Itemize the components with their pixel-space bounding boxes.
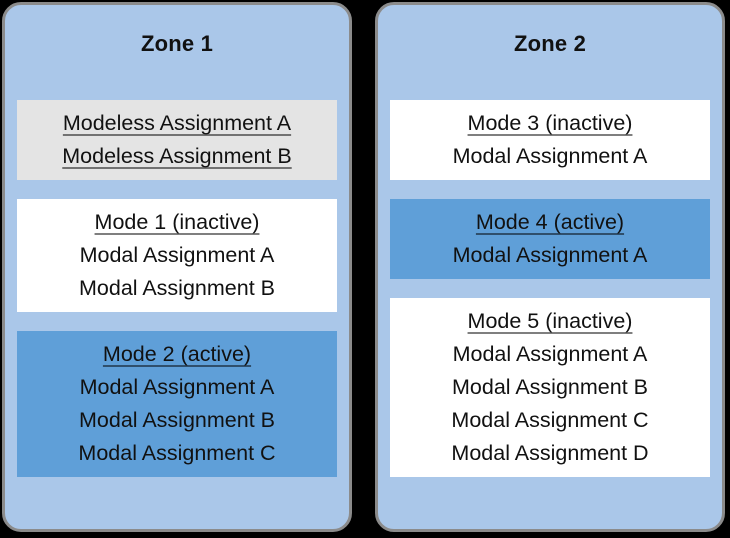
modal-assignment-label: Modal Assignment A <box>452 243 648 267</box>
modal-assignment-label: Modal Assignment A <box>452 144 648 168</box>
modal-assignment-label: Modal Assignment B <box>79 276 275 300</box>
modal-assignment-label: Modal Assignment A <box>79 375 275 399</box>
mode-title: Mode 4 (active) <box>475 210 625 234</box>
modal-assignment-label: Modal Assignment D <box>451 441 649 465</box>
modal-assignment-label: Modal Assignment B <box>452 375 648 399</box>
modeless-assignment-label: Modeless Assignment A <box>62 111 292 135</box>
mode-title: Mode 1 (inactive) <box>94 210 260 234</box>
zone-1-title: Zone 1 <box>140 31 214 56</box>
mode-2-box: Mode 2 (active) Modal Assignment A Modal… <box>17 331 337 477</box>
zone-1-panel: Zone 1 Modeless Assignment A Modeless As… <box>2 2 352 532</box>
modal-assignment-label: Modal Assignment C <box>451 408 649 432</box>
modal-assignment-label: Modal Assignment A <box>79 243 275 267</box>
modeless-assignments-box: Modeless Assignment A Modeless Assignmen… <box>17 100 337 180</box>
modal-assignment-label: Modal Assignment A <box>452 342 648 366</box>
modal-assignment-label: Modal Assignment C <box>78 441 276 465</box>
zone-2-panel: Zone 2 Mode 3 (inactive) Modal Assignmen… <box>375 2 725 532</box>
mode-3-box: Mode 3 (inactive) Modal Assignment A <box>390 100 710 180</box>
mode-4-box: Mode 4 (active) Modal Assignment A <box>390 199 710 279</box>
mode-5-box: Mode 5 (inactive) Modal Assignment A Mod… <box>390 298 710 477</box>
mode-title: Mode 5 (inactive) <box>467 309 633 333</box>
mode-title: Mode 3 (inactive) <box>467 111 633 135</box>
modal-assignment-label: Modal Assignment B <box>79 408 275 432</box>
mode-title: Mode 2 (active) <box>102 342 252 366</box>
modeless-assignment-label: Modeless Assignment B <box>62 144 292 168</box>
mode-1-box: Mode 1 (inactive) Modal Assignment A Mod… <box>17 199 337 312</box>
zone-2-title: Zone 2 <box>513 31 587 56</box>
